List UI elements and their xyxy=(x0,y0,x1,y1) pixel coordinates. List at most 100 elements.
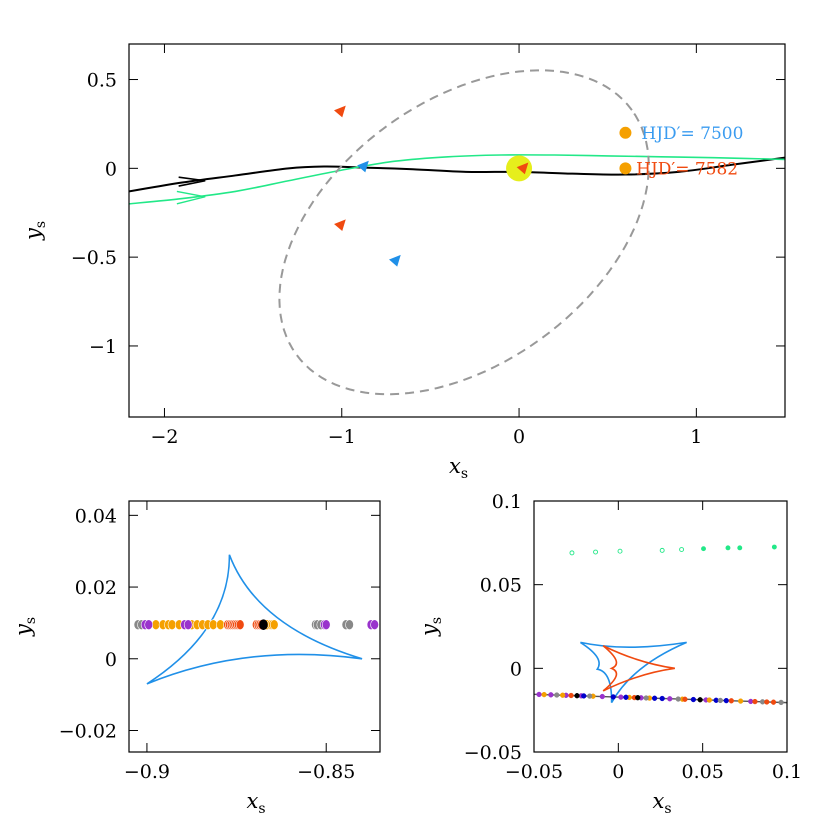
x-tick-label: −0.85 xyxy=(297,761,355,783)
source-data-point xyxy=(321,619,331,631)
source-data-point xyxy=(697,697,703,703)
source-data-point xyxy=(568,692,574,699)
plot-area xyxy=(133,554,379,685)
source-data-point xyxy=(717,697,724,704)
y-tick-label: 0.05 xyxy=(480,575,522,597)
source-data-point xyxy=(259,619,268,631)
green-track-point xyxy=(771,544,777,550)
source-data-point xyxy=(167,619,177,631)
source-data-point xyxy=(682,696,688,702)
source-data-point xyxy=(723,697,729,704)
y-axis-label: ys xyxy=(417,617,445,637)
caustic-curve xyxy=(146,554,363,685)
y-tick-label: −0.02 xyxy=(59,720,117,742)
caustic-curve xyxy=(602,645,675,692)
source-data-point xyxy=(269,619,279,631)
source-trajectory-line xyxy=(129,154,785,205)
green-track-point xyxy=(659,547,665,553)
trajectory-arrow-green xyxy=(176,190,206,205)
green-track-point xyxy=(569,550,575,556)
y-tick-label: −0.5 xyxy=(71,247,117,269)
x-tick-label: −2 xyxy=(150,426,178,448)
source-data-point xyxy=(370,619,379,631)
source-data-point xyxy=(737,698,744,704)
caustic-marker xyxy=(516,162,529,175)
source-data-point xyxy=(778,699,784,706)
source-trajectory-line xyxy=(129,156,785,193)
caustic-marker xyxy=(357,160,369,173)
source-data-point xyxy=(610,694,616,700)
source-data-point xyxy=(581,693,587,699)
caustic-marker xyxy=(334,219,346,232)
source-data-point xyxy=(208,619,218,631)
caustic-marker xyxy=(388,254,401,267)
x-axis-label: xs xyxy=(449,454,468,482)
plot-area xyxy=(534,544,787,706)
y-tick-label: −1 xyxy=(89,336,117,358)
axes-frame xyxy=(128,43,786,418)
caustic-curve xyxy=(579,641,687,704)
caustic-marker xyxy=(334,105,346,118)
source-data-point xyxy=(554,692,560,698)
plot-area xyxy=(129,69,785,396)
x-tick-label: 0.05 xyxy=(682,761,724,783)
source-orbit-ellipse xyxy=(278,69,650,396)
x-tick-label: −0.9 xyxy=(124,761,170,783)
y-axis-label: ys xyxy=(11,617,39,637)
source-data-point xyxy=(541,691,547,698)
x-tick-label: 1 xyxy=(690,426,702,448)
source-data-point xyxy=(752,698,758,705)
source-data-point xyxy=(706,697,713,703)
source-data-point xyxy=(235,619,245,631)
trajectory-arrow-black xyxy=(178,176,206,187)
y-tick-label: 0.04 xyxy=(75,505,117,527)
source-data-point xyxy=(345,619,354,631)
green-track-point xyxy=(737,545,743,551)
source-position-dot xyxy=(619,126,632,139)
source-data-point xyxy=(587,693,593,699)
source-data-point xyxy=(635,695,641,701)
green-track-point xyxy=(679,547,685,552)
axes-frame xyxy=(128,500,381,753)
x-tick-label: 0 xyxy=(513,426,525,448)
x-tick-label: 0 xyxy=(612,761,624,783)
green-track-point xyxy=(725,545,731,551)
x-tick-label: −0.05 xyxy=(505,761,563,783)
source-data-point xyxy=(144,619,154,631)
y-tick-label: 0.5 xyxy=(87,70,117,92)
y-tick-label: 0 xyxy=(105,158,117,180)
source-data-point xyxy=(183,619,193,631)
y-tick-label: 0 xyxy=(510,658,522,680)
green-track-point xyxy=(593,549,599,555)
source-data-point xyxy=(151,619,161,631)
green-track-point xyxy=(701,546,706,552)
source-data-point xyxy=(536,691,542,698)
source-data-point xyxy=(770,699,777,705)
axes-frame xyxy=(533,500,788,753)
source-data-point xyxy=(548,692,554,698)
source-data-point xyxy=(643,695,649,701)
source-data-point xyxy=(675,696,681,702)
epoch-annotation: HJD′= 7500 xyxy=(641,124,743,144)
source-data-point xyxy=(216,619,225,631)
x-axis-label: xs xyxy=(247,789,266,817)
epoch-annotation: HJD′= 7582 xyxy=(636,159,738,179)
y-tick-label: 0.02 xyxy=(75,577,117,599)
source-data-point xyxy=(659,695,665,702)
y-tick-label: 0.1 xyxy=(492,491,522,513)
source-data-point xyxy=(667,696,673,702)
source-position-dot xyxy=(619,162,632,175)
source-data-point xyxy=(764,699,770,705)
bottom-left-panel: −0.9 −0.85 0.04 0.02 0 −0.02 xs ys xyxy=(11,500,381,817)
source-data-point xyxy=(690,696,697,703)
y-axis-label: ys xyxy=(21,221,49,241)
y-tick-label: 0 xyxy=(105,649,117,671)
x-axis-label: xs xyxy=(653,789,672,817)
source-data-point xyxy=(651,695,658,701)
green-track-point xyxy=(617,548,623,554)
y-tick-label: −0.05 xyxy=(464,742,522,764)
source-data-point xyxy=(560,692,566,698)
